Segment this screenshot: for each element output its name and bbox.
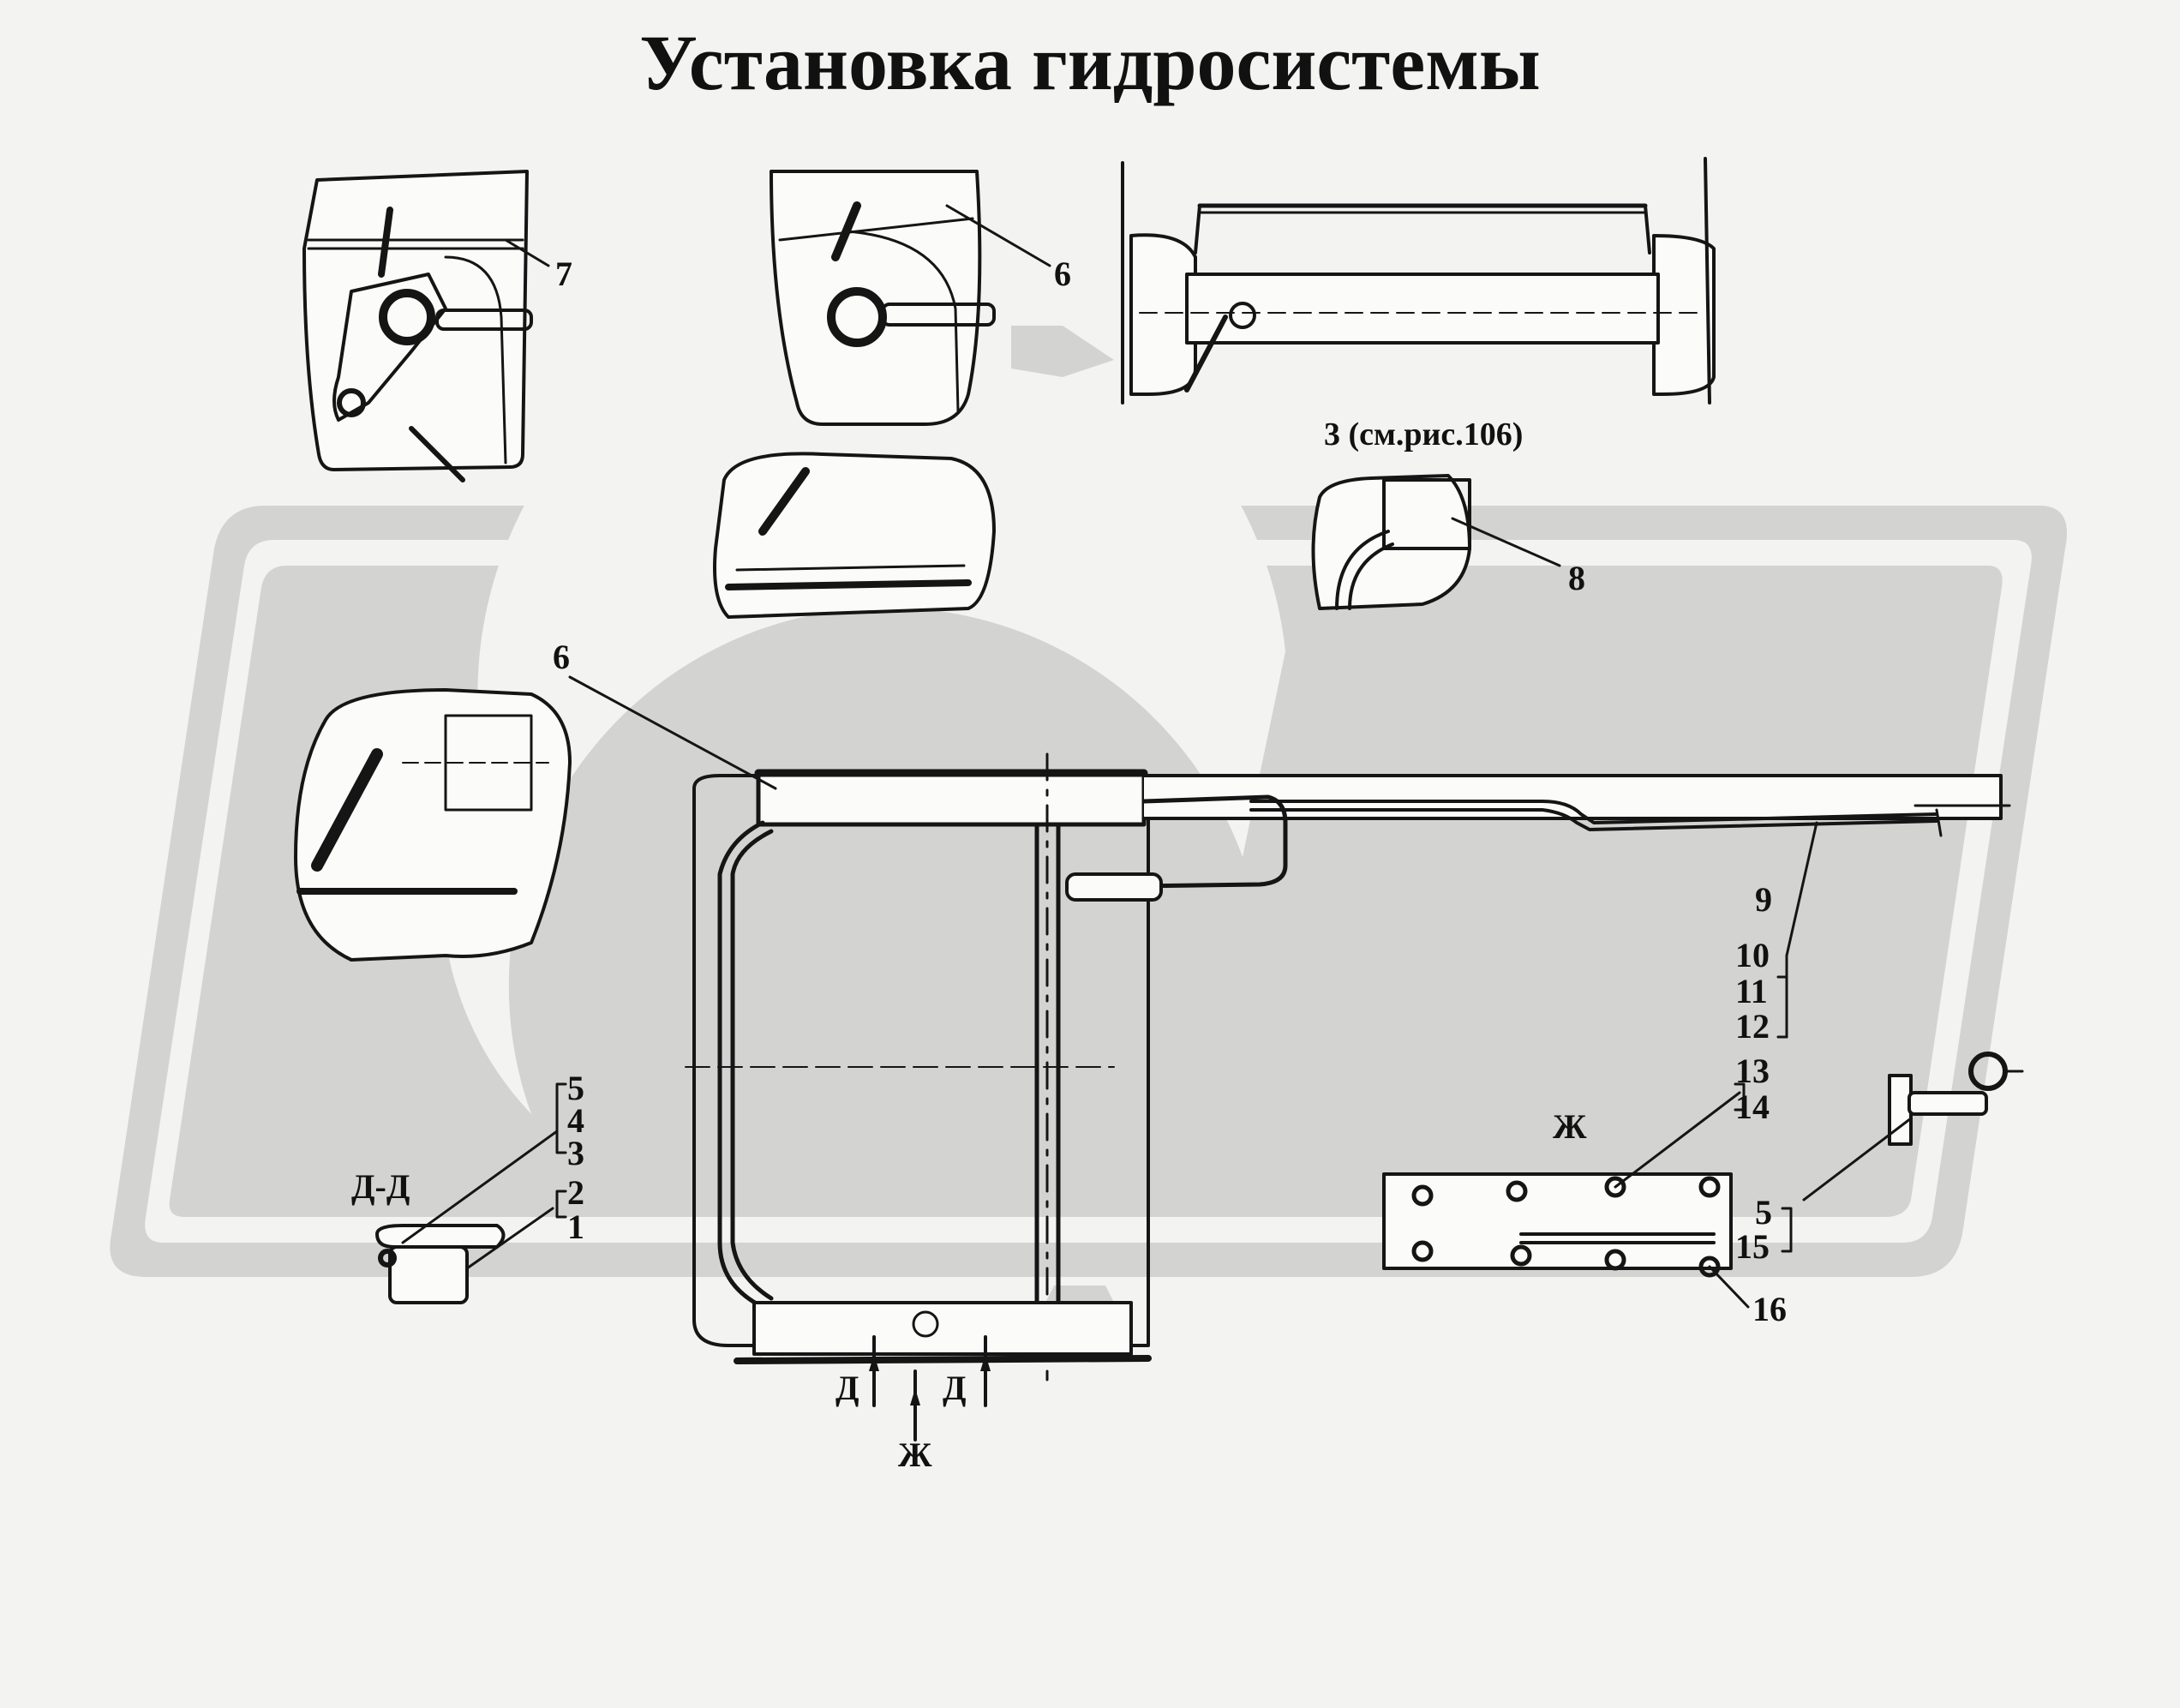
label-13: 13 [1735,1052,1770,1090]
detail-7 [302,170,533,482]
page-title: Установка гидросистемы [639,19,1541,106]
section-dd-label: Д-Д [351,1167,410,1206]
view-zh-label: Ж [1553,1107,1587,1146]
section-d-left: Д [835,1369,859,1407]
section-d-right: Д [943,1369,967,1407]
label-16: 16 [1752,1290,1787,1328]
detail-6-top [713,170,996,619]
label-6-top: 6 [1054,255,1071,293]
section-dd [375,1082,567,1304]
main-frame [685,752,2011,1441]
detail-8 [1311,474,1561,610]
label-7: 7 [555,255,572,293]
axle-detail [1121,157,1716,405]
label-6-main: 6 [553,638,570,676]
label-3-left: 3 [567,1134,584,1172]
label-12: 12 [1735,1007,1770,1046]
label-10: 10 [1735,936,1770,974]
label-3-reference: 3 (см.рис.106) [1324,417,1524,452]
watermark-logo [110,289,2068,1337]
label-11: 11 [1735,972,1768,1010]
label-4: 4 [567,1101,584,1140]
bracket-10-12 [1776,954,1788,1039]
left-pump-assembly [294,688,572,962]
label-9: 9 [1755,880,1772,919]
label-14: 14 [1735,1088,1770,1126]
label-15: 15 [1735,1227,1770,1266]
label-5-right: 5 [1755,1193,1772,1232]
label-8: 8 [1568,559,1585,597]
view-zh-arrow-label: Ж [898,1435,932,1474]
view-zh-plate [1382,1082,1793,1309]
label-1: 1 [567,1208,584,1246]
fitting-5 [1802,1052,2024,1202]
leader-lines [504,204,1051,790]
label-2: 2 [567,1173,584,1212]
label-5-left: 5 [567,1069,584,1107]
